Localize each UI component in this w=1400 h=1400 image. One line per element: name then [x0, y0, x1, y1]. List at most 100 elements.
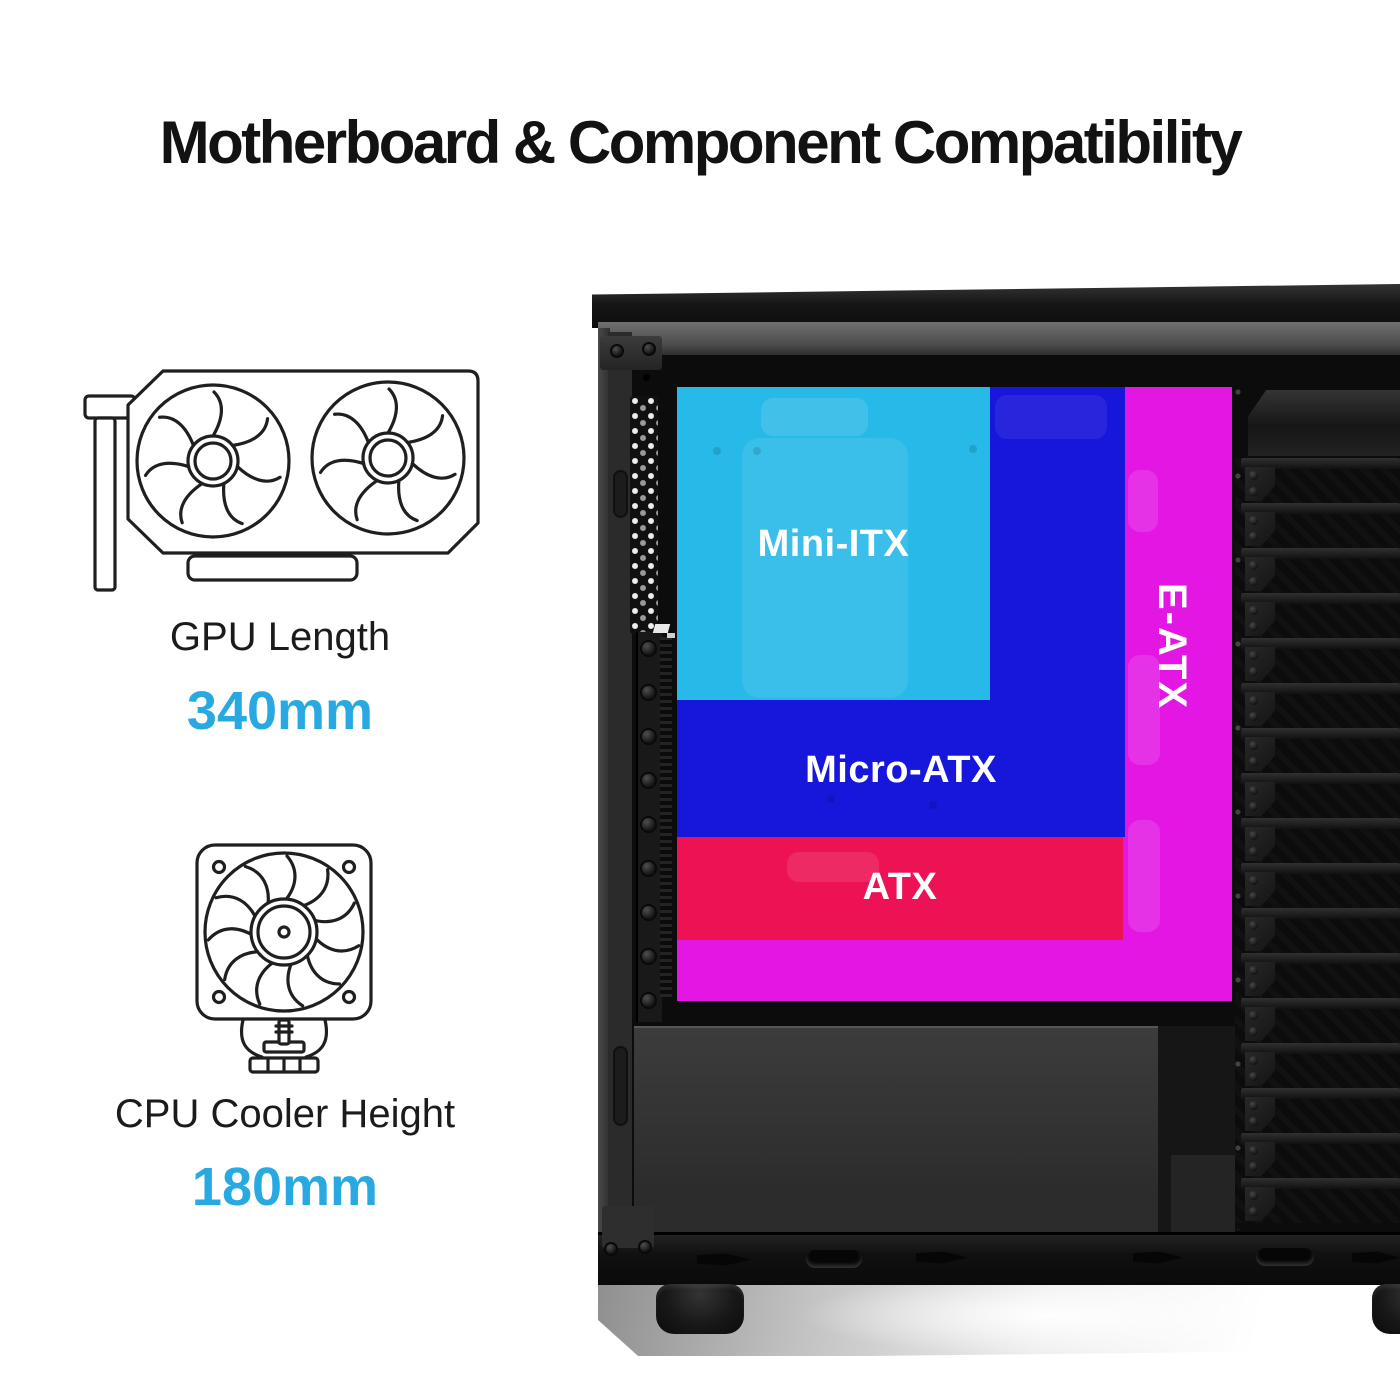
drive-bay-bracket: [1245, 917, 1275, 951]
screw: [1249, 892, 1258, 901]
drive-bay-bracket: [1245, 1052, 1275, 1086]
drive-bay-shelf: [1241, 863, 1400, 874]
screw: [1249, 1191, 1258, 1200]
psu-shroud: [634, 1026, 1158, 1234]
bottom-rail-tab: [1133, 1251, 1183, 1264]
screw: [1249, 667, 1258, 676]
drive-bay-row: [1235, 863, 1400, 908]
drive-bay-bracket: [1245, 962, 1275, 996]
mesh-highlight: [652, 624, 671, 633]
screw: [1249, 1011, 1258, 1020]
screw: [606, 1244, 616, 1254]
screw: [642, 774, 655, 787]
drive-bay-bracket: [1245, 512, 1275, 546]
screw: [1249, 876, 1258, 885]
case-foot: [1372, 1284, 1400, 1334]
screw: [1249, 786, 1258, 795]
screw: [642, 994, 655, 1007]
screw: [1249, 847, 1258, 856]
screw: [1249, 1056, 1258, 1065]
screw: [1249, 487, 1258, 496]
screw: [1249, 831, 1258, 840]
screw: [1249, 1162, 1258, 1171]
drive-bay-row: [1235, 683, 1400, 728]
screw: [1249, 712, 1258, 721]
screw: [1249, 516, 1258, 525]
screw: [642, 950, 655, 963]
screw: [1249, 1101, 1258, 1110]
drive-bay-shelf: [1241, 593, 1400, 604]
screw: [1249, 757, 1258, 766]
cpu-cooler-icon: [195, 843, 373, 1074]
front-panel-slot: [613, 1046, 628, 1126]
drive-cage-top-tray: [1248, 390, 1400, 456]
cpu-cooler-height-value: 180mm: [191, 1157, 379, 1217]
drive-bay-shelf: [1241, 638, 1400, 649]
drive-bay-bracket: [1245, 1187, 1275, 1221]
drive-bay-shelf: [1241, 1043, 1400, 1054]
drive-bay-shelf: [1241, 953, 1400, 964]
top-left-bracket: [600, 336, 662, 370]
screw: [1249, 606, 1258, 615]
screw: [642, 862, 655, 875]
heatsink-fins: [660, 637, 672, 997]
mini-itx-label: Mini-ITX: [757, 523, 910, 565]
drive-bay-shelf: [1241, 773, 1400, 784]
drive-bay-row: [1235, 1043, 1400, 1088]
psu-step-panel: [1171, 1155, 1235, 1232]
panel-hole: [643, 374, 650, 381]
case-top-rail: [598, 322, 1400, 355]
cpu-cooler-height-label: CPU Cooler Height: [114, 1092, 456, 1136]
screw: [1249, 802, 1258, 811]
screw: [1249, 1207, 1258, 1216]
drive-bay-shelf: [1241, 908, 1400, 919]
bottom-rail-slot: [1256, 1248, 1314, 1266]
screw: [1249, 741, 1258, 750]
bottom-rail-slot: [806, 1250, 862, 1268]
grommet: [995, 395, 1107, 439]
screw: [644, 344, 654, 354]
case-front-edge: [598, 328, 610, 1232]
screw: [1249, 532, 1258, 541]
drive-bay-shelf: [1241, 458, 1400, 469]
drive-bay-bracket: [1245, 692, 1275, 726]
grommet: [761, 398, 868, 436]
screw: [612, 346, 622, 356]
screw: [1249, 921, 1258, 930]
drive-bay-shelf: [1241, 818, 1400, 829]
screw: [1249, 1117, 1258, 1126]
drive-bay-bracket: [1245, 1007, 1275, 1041]
front-vent-mesh: [630, 396, 658, 634]
drive-bay-bracket: [1245, 1097, 1275, 1131]
screw: [1249, 1146, 1258, 1155]
screw: [1249, 937, 1258, 946]
micro-atx-label: Micro-ATX: [805, 749, 997, 791]
grommet: [787, 852, 879, 882]
drive-bay-shelf: [1241, 548, 1400, 559]
screw: [1249, 622, 1258, 631]
drive-bay-shelf: [1241, 1133, 1400, 1144]
grommet: [1128, 820, 1160, 932]
page-title: Motherboard & Component Compatibility: [159, 109, 1243, 176]
drive-bay-shelf: [1241, 1178, 1400, 1189]
drive-bay-bracket: [1245, 1142, 1275, 1176]
drive-bay-row: [1235, 503, 1400, 548]
drive-bay-bracket: [1245, 872, 1275, 906]
gpu-length-label: GPU Length: [169, 615, 391, 659]
drive-bay-row: [1235, 1088, 1400, 1133]
screw: [642, 730, 655, 743]
drive-bay-row: [1235, 1178, 1400, 1223]
drive-bay-row: [1235, 638, 1400, 683]
drive-bay-bracket: [1245, 647, 1275, 681]
drive-bay-row: [1235, 728, 1400, 773]
drive-bay-row: [1235, 458, 1400, 503]
drive-bay-bracket: [1245, 737, 1275, 771]
eatx-label: E-ATX: [1150, 583, 1194, 711]
screw: [1249, 651, 1258, 660]
screw: [1249, 1072, 1258, 1081]
drive-bay-shelf: [1241, 503, 1400, 514]
drive-cage: [1235, 458, 1400, 1224]
screw: [1249, 471, 1258, 480]
drive-bay-row: [1235, 773, 1400, 818]
